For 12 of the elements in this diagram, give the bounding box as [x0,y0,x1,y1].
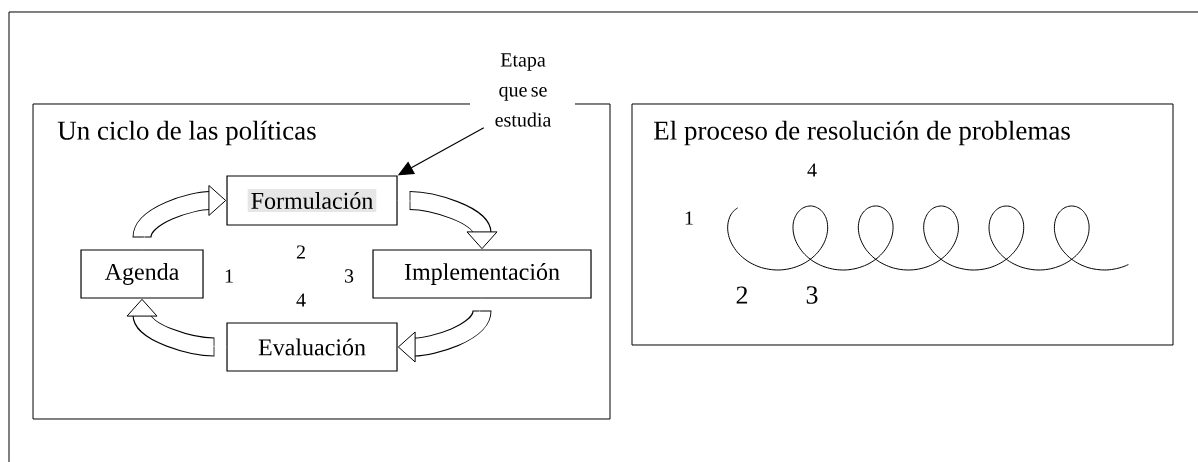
step-number: 2 [296,245,305,259]
callout-text: Etapa que se estudia [495,53,552,127]
step-number: 4 [807,163,817,177]
step-number: 3 [344,269,354,283]
block-arrow [126,298,227,357]
step-number: 1 [685,211,693,225]
step-number: 2 [736,286,748,304]
step-number: 1 [225,269,233,283]
step-number: 3 [806,286,818,304]
block-arrow [397,298,492,363]
block-arrow [397,191,498,250]
block-arrow [132,185,227,250]
